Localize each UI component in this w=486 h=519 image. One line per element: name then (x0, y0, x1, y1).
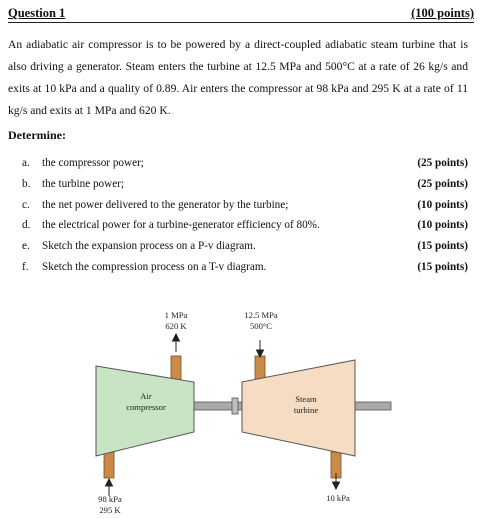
compressor-name-line-1: Air (140, 391, 152, 401)
compressor-outlet-arrow (171, 332, 181, 352)
turbine-inlet-pressure: 12.5 MPa (244, 310, 278, 320)
task-item-b: b. the turbine power; (25 points) (22, 175, 468, 196)
task-list: a. the compressor power; (25 points) b. … (22, 154, 468, 279)
problem-line-2: is also driving a generator. Steam enter… (8, 38, 468, 73)
task-points: (25 points) (417, 177, 468, 190)
compressor-outlet-pressure: 1 MPa (164, 310, 188, 320)
turbine-body (241, 359, 356, 457)
question-header: Question 1 (100 points) (8, 4, 474, 23)
diagram-drawing (95, 332, 392, 496)
task-text: Sketch the expansion process on a P-v di… (42, 240, 256, 253)
problem-statement: An adiabatic air compressor is to be pow… (8, 34, 468, 122)
question-points: (100 points) (411, 6, 474, 20)
problem-line-3: kg/s and exits at 10 kPa and a quality o… (8, 60, 469, 95)
task-letter: b. (22, 177, 31, 190)
task-points: (10 points) (417, 198, 468, 211)
problem-line-1: An adiabatic air compressor is to be pow… (8, 38, 457, 51)
turbine-name-line-1: Steam (295, 394, 317, 404)
task-text: the net power delivered to the generator… (42, 198, 289, 211)
task-text: the compressor power; (42, 157, 144, 169)
task-points: (10 points) (417, 219, 468, 232)
task-points: (15 points) (417, 260, 468, 273)
turbine-inlet-temperature: 500°C (249, 321, 273, 331)
task-item-d: d. the electrical power for a turbine-ge… (22, 216, 468, 237)
compressor-name-line-2: compressor (126, 402, 166, 412)
task-text: the electrical power for a turbine-gener… (42, 219, 320, 232)
compressor-inlet-pipe (103, 451, 115, 479)
task-item-a: a. the compressor power; (25 points) (22, 154, 468, 175)
task-points: (15 points) (417, 240, 468, 253)
problem-line-4: at a rate of 11 kg/s and exits at 1 MPa … (8, 82, 468, 117)
task-text: the turbine power; (42, 177, 125, 190)
task-item-f: f. Sketch the compression process on a T… (22, 258, 468, 279)
determine-heading: Determine: (8, 128, 66, 142)
task-item-c: c. the net power delivered to the genera… (22, 196, 468, 217)
task-letter: c. (22, 198, 30, 211)
compressor-inlet-temperature: 295 K (99, 505, 121, 515)
task-item-e: e. Sketch the expansion process on a P-v… (22, 237, 468, 258)
turbine-outlet-pressure: 10 kPa (326, 493, 350, 503)
shaft-right (354, 401, 392, 411)
task-points: (25 points) (417, 157, 468, 169)
turbine-name-line-2: turbine (293, 405, 319, 415)
task-text: Sketch the compression process on a T-v … (42, 260, 267, 273)
compressor-turbine-diagram: 1 MPa 620 K 12.5 MPa 500°C Air compresso… (0, 300, 486, 519)
task-letter: d. (22, 219, 31, 232)
compressor-inlet-pressure: 98 kPa (98, 494, 122, 504)
compressor-body (95, 365, 195, 457)
turbine-outlet-arrow (331, 473, 341, 491)
question-title: Question 1 (8, 6, 66, 20)
shaft-coupling-left (231, 397, 239, 415)
task-letter: f. (22, 260, 29, 273)
compressor-outlet-temperature: 620 K (165, 321, 187, 331)
turbine-inlet-arrow (255, 340, 265, 359)
task-letter: a. (22, 157, 30, 169)
task-letter: e. (22, 240, 30, 253)
compressor-inlet-arrow (104, 477, 114, 496)
